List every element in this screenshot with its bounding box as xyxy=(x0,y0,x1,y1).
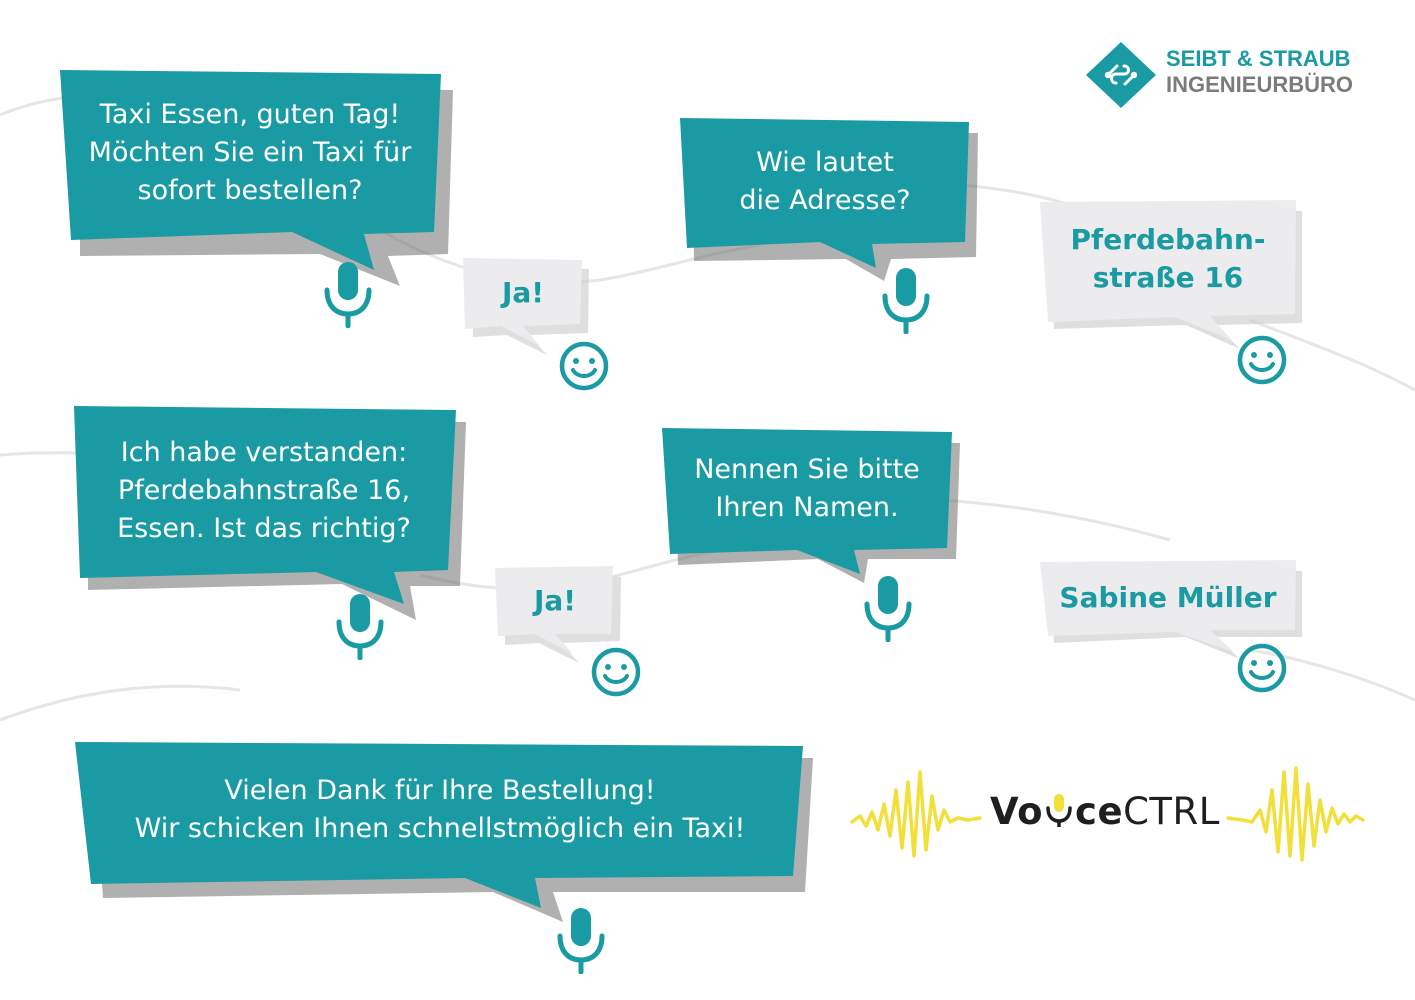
system-bubble-address: Wie lautet die Adresse? xyxy=(680,118,978,281)
voice-ctrl: CTRL xyxy=(1123,790,1220,833)
system-message-text: Vielen Dank für Ihre Bestellung! Wir sch… xyxy=(134,775,746,844)
microphone-icon xyxy=(336,594,384,660)
user-bubble-yes-1: Ja! xyxy=(463,258,589,355)
microphone-icon xyxy=(557,908,605,974)
user-message-text: Sabine Müller xyxy=(1059,581,1277,614)
system-bubble-thanks: Vielen Dank für Ihre Bestellung! Wir sch… xyxy=(75,742,813,922)
system-bubble-confirmation: Ich habe verstanden: Pferdebahnstraße 16… xyxy=(74,406,466,620)
logo-line1: SEIBT & STRAUB xyxy=(1166,46,1351,71)
system-bubble-greeting: Taxi Essen, guten Tag! Möchten Sie ein T… xyxy=(60,70,453,286)
microphone-icon xyxy=(324,262,372,328)
system-message-text: Ich habe verstanden: Pferdebahnstraße 16… xyxy=(117,437,411,544)
microphone-icon xyxy=(864,576,912,642)
voicectrl-wordmark: Vo ceCTRL xyxy=(990,790,1220,833)
smiley-icon xyxy=(1237,335,1287,385)
system-bubble-name: Nennen Sie bitte Ihren Namen. xyxy=(662,428,960,583)
voicectrl-logo: Vo ceCTRL xyxy=(850,760,1365,870)
smiley-icon xyxy=(591,647,641,697)
smiley-icon xyxy=(559,341,609,391)
user-bubble-name: Sabine Müller xyxy=(1040,560,1302,660)
voice-prefix: Vo xyxy=(990,790,1044,833)
system-message-text: Nennen Sie bitte Ihren Namen. xyxy=(694,454,920,523)
company-logo: SEIBT & STRAUB INGENIEURBÜRO xyxy=(1084,40,1374,110)
microphone-icon xyxy=(882,268,930,334)
mic-letter-icon xyxy=(1046,794,1072,827)
system-message-text: Taxi Essen, guten Tag! Möchten Sie ein T… xyxy=(88,98,412,206)
user-message-text: Ja! xyxy=(501,276,545,309)
logo-icon xyxy=(1086,42,1156,108)
user-bubble-yes-2: Ja! xyxy=(495,566,621,663)
logo-line2: INGENIEURBÜRO xyxy=(1166,72,1354,97)
user-message-text: Ja! xyxy=(533,584,577,617)
system-message-text: Wie lautet die Adresse? xyxy=(739,147,911,216)
user-message-text: Pferdebahn- straße 16 xyxy=(1070,223,1266,294)
user-bubble-address: Pferdebahn- straße 16 xyxy=(1040,200,1302,349)
voice-suffix: ce xyxy=(1075,790,1124,833)
soundwave-icon xyxy=(850,766,1365,862)
smiley-icon xyxy=(1237,643,1287,693)
